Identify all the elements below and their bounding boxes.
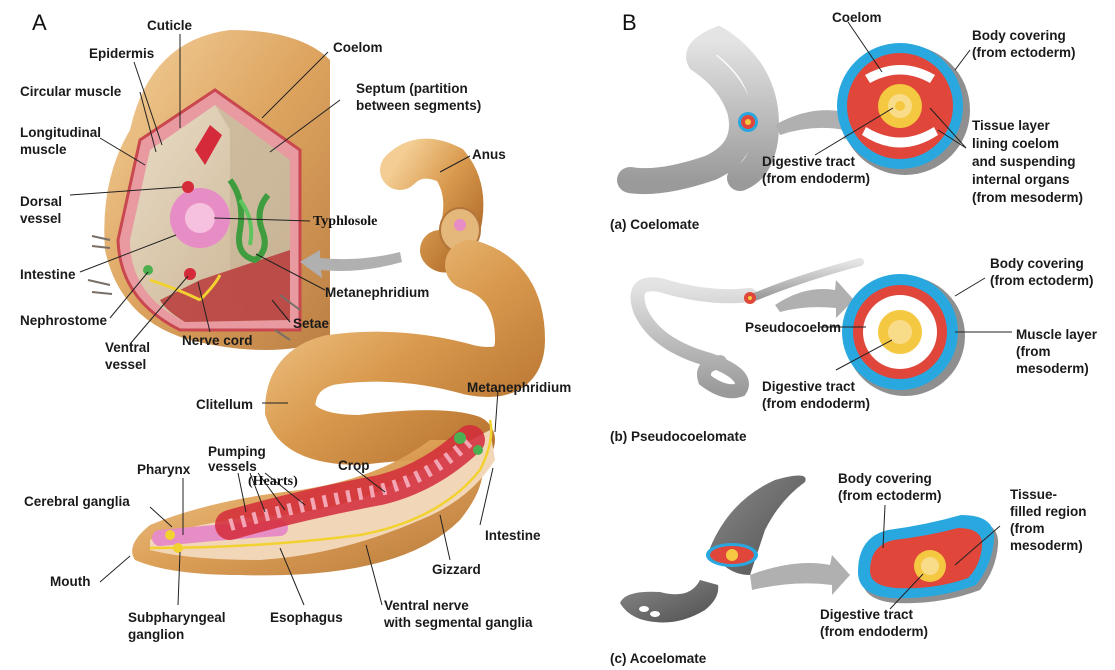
panel-letter-a: A	[32, 10, 47, 35]
panel-letter-b: B	[622, 10, 637, 35]
label-anus: Anus	[472, 147, 506, 162]
cross-section	[88, 30, 330, 350]
acoelo-label-body-covering-1: Body covering	[838, 471, 932, 486]
pseudo-label-pseudocoelom: Pseudocoelom	[745, 320, 841, 335]
coelomate-label-tissue-5: (from mesoderm)	[972, 190, 1083, 205]
label-epidermis: Epidermis	[89, 46, 154, 61]
acoelo-label-digestive-1: Digestive tract	[820, 607, 914, 622]
label-septum-2: between segments)	[356, 98, 481, 113]
label-longitudinal-muscle-1: Longitudinal	[20, 125, 101, 140]
label-cerebral-ganglia: Cerebral ganglia	[24, 494, 130, 509]
coelomate-caption: (a) Coelomate	[610, 217, 700, 232]
label-ventral-vessel-2: vessel	[105, 357, 146, 372]
label-pumping-vessels-1: Pumping	[208, 444, 266, 459]
pseudo-caption: (b) Pseudocoelomate	[610, 429, 747, 444]
acoelo-caption: (c) Acoelomate	[610, 651, 707, 666]
label-longitudinal-muscle-2: muscle	[20, 142, 67, 157]
label-nephrostome: Nephrostome	[20, 313, 108, 328]
acoelo-label-tissue-2: filled region	[1010, 504, 1087, 519]
label-pharynx: Pharynx	[137, 462, 191, 477]
body-cavity-diagram: B Coelom Body covering (from ectoderm) T…	[600, 0, 1115, 670]
label-subpharyngeal-2: ganglion	[128, 627, 184, 642]
coelomate-label-digestive-2: (from endoderm)	[762, 171, 870, 186]
coelomate-label-tissue-2: lining coelom	[972, 136, 1059, 151]
acoelo-label-tissue-3: (from	[1010, 521, 1045, 536]
coelomate-label-body-covering-1: Body covering	[972, 28, 1066, 43]
label-septum-1: Septum (partition	[356, 81, 468, 96]
label-setae: Setae	[293, 316, 330, 331]
label-ventral-vessel-1: Ventral	[105, 340, 150, 355]
label-dorsal-vessel-1: Dorsal	[20, 194, 62, 209]
panel-a-earthworm-anatomy: A	[0, 0, 600, 670]
pseudo-label-body-covering-1: Body covering	[990, 256, 1084, 271]
label-subpharyngeal-1: Subpharyngeal	[128, 610, 226, 625]
acoelo-label-body-covering-2: (from ectoderm)	[838, 488, 942, 503]
label-typhlosole: Typhlosole	[313, 214, 377, 229]
panel-b-body-cavities: B Coelom Body covering (from ectoderm) T…	[600, 0, 1115, 670]
coelomate-label-body-covering-2: (from ectoderm)	[972, 45, 1076, 60]
coelomate-label-tissue-1: Tissue layer	[972, 118, 1051, 133]
label-ventral-nerve-1: Ventral nerve	[384, 598, 469, 613]
label-intestine-right: Intestine	[485, 528, 541, 543]
label-nerve-cord: Nerve cord	[182, 333, 253, 348]
label-mouth: Mouth	[50, 574, 90, 589]
acoelo-label-tissue-4: mesoderm)	[1010, 538, 1083, 553]
label-intestine: Intestine	[20, 267, 76, 282]
acoelo-label-digestive-2: (from endoderm)	[820, 624, 928, 639]
label-clitellum: Clitellum	[196, 397, 253, 412]
label-esophagus: Esophagus	[270, 610, 343, 625]
pseudo-label-digestive-2: (from endoderm)	[762, 396, 870, 411]
label-dorsal-vessel-2: vessel	[20, 211, 61, 226]
label-gizzard: Gizzard	[432, 562, 481, 577]
pseudo-label-muscle-3: mesoderm)	[1016, 361, 1089, 376]
acoelo-label-tissue-1: Tissue-	[1010, 487, 1057, 502]
coelomate-label-digestive-1: Digestive tract	[762, 154, 856, 169]
pseudo-label-body-covering-2: (from ectoderm)	[990, 273, 1094, 288]
label-crop: Crop	[338, 458, 370, 473]
label-cuticle: Cuticle	[147, 18, 193, 33]
coelomate-label-tissue-4: internal organs	[972, 172, 1070, 187]
pseudo-label-digestive-1: Digestive tract	[762, 379, 856, 394]
label-pumping-vessels-2: vessels	[208, 459, 257, 474]
earthworm-diagram: A	[0, 0, 600, 670]
coelomate-label-coelom: Coelom	[832, 10, 882, 25]
pseudo-label-muscle-1: Muscle layer	[1016, 327, 1098, 342]
coelomate-label-tissue-3: and suspending	[972, 154, 1076, 169]
label-coelom: Coelom	[333, 40, 383, 55]
label-hearts: (Hearts)	[248, 474, 298, 489]
label-metanephridium-top: Metanephridium	[325, 285, 429, 300]
label-circular-muscle: Circular muscle	[20, 84, 122, 99]
label-ventral-nerve-2: with segmental ganglia	[383, 615, 533, 630]
label-metanephridium-right: Metanephridium	[467, 380, 571, 395]
pseudo-label-muscle-2: (from	[1016, 344, 1051, 359]
